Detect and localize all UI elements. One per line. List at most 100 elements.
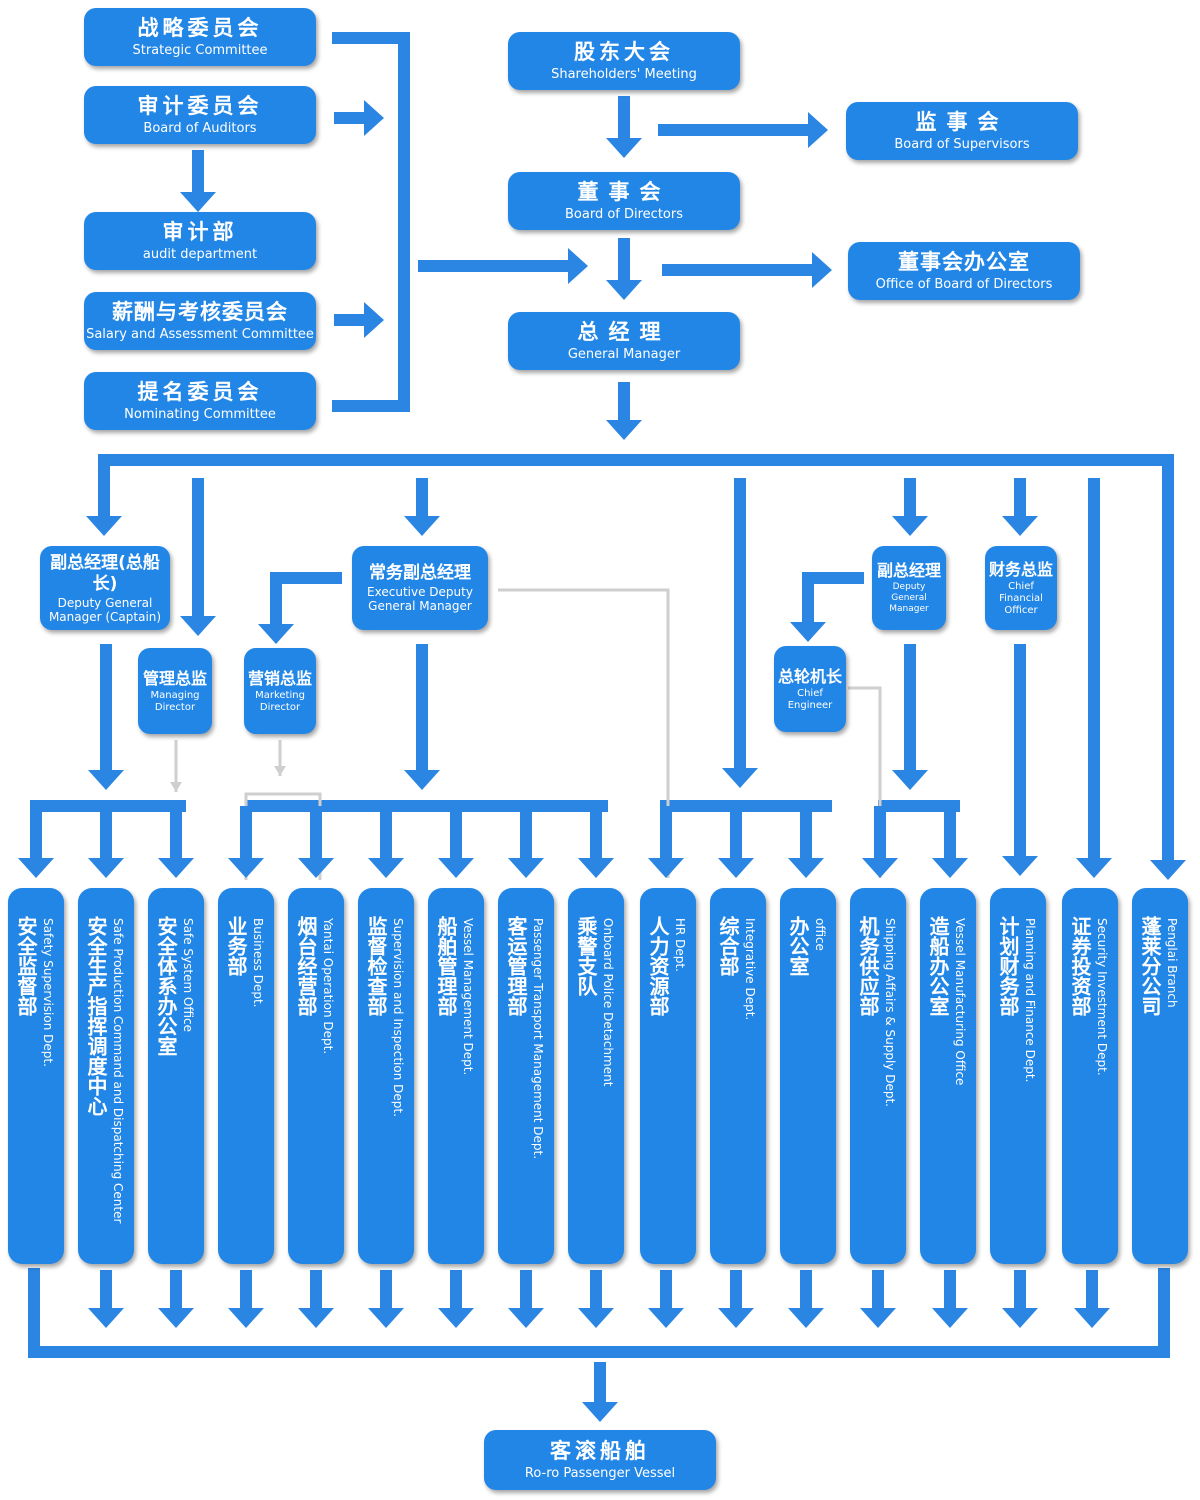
exec-to-marketing-h [270,572,342,584]
bottom-left-drop [28,1268,40,1358]
dept-safe-system-office: 安全体系办公室 Safe System Office [148,888,204,1264]
arrow-to-admin-group [722,478,758,788]
arrow-dept-bottom-10 [788,1270,824,1328]
managing-director: 管理总监 Managing Director [138,648,212,734]
office-board-of-directors: 董事会办公室 Office of Board of Directors [848,242,1080,300]
management-distribution-bar [98,454,1174,466]
board-of-directors: 董事会 Board of Directors [508,172,740,230]
committee-salary-assessment: 薪酬与考核委员会 Salary and Assessment Committee [84,292,316,350]
dept-penglai-branch: 蓬莱分公司 Penglai Branch [1132,888,1188,1264]
arrow-to-cfo [1002,478,1038,536]
thin-arrow-head [274,766,286,776]
arrow-dept-admin-0 [648,806,684,878]
dept-shipping-affairs-supply: 机务供应部 Shipping Affairs & Supply Dept. [850,888,906,1264]
dept-vessel-manufacturing: 造船办公室 Vessel Manufacturing Office [920,888,976,1264]
dept-office: 办公室 office [780,888,836,1264]
arrow-dept-safety-1 [88,806,124,878]
arrow-dept-bottom-12 [932,1270,968,1328]
audit-department: 审计部 audit department [84,212,316,270]
committee-strategic: 战略委员会 Strategic Committee [84,8,316,66]
arrow-dept-bottom-1 [158,1270,194,1328]
arrow-dept-bottom-4 [368,1270,404,1328]
arrow-to-deputy-captain [86,478,122,536]
deputy-general-manager-captain: 副总经理(总船长) Deputy General Manager (Captai… [40,546,170,630]
marketing-director: 营销总监 Marketing Director [244,648,316,734]
group-bar-admin [660,800,832,812]
board-of-supervisors: 监事会 Board of Supervisors [846,102,1078,160]
ro-ro-passenger-vessel: 客滚船舶 Ro-ro Passenger Vessel [484,1430,716,1490]
deputy-to-engineer-h [802,572,864,584]
arrow-dept-ops-3 [438,806,474,878]
arrow-to-exec-deputy [404,478,440,536]
dept-planning-finance: 计划财务部 Planning and Finance Dept. [990,888,1046,1264]
arrow-dept-bottom-3 [298,1270,334,1328]
committee-bracket-top [332,32,410,44]
arrow-auditors [334,100,384,136]
arrow-board-to-gm [606,238,642,300]
arrow-dept-ops-5 [578,806,614,878]
shareholders-meeting: 股东大会 Shareholders' Meeting [508,32,740,90]
deputy-general-manager: 副总经理 Deputy General Manager [872,546,946,630]
arrow-to-penglai [1150,840,1186,880]
dept-integrative: 综合部 Integrative Dept. [710,888,766,1264]
arrow-dept-bottom-0 [88,1270,124,1328]
arrow-dept-ops-4 [508,806,544,878]
bar-right-drop [1162,454,1174,864]
arrow-dept-admin-1 [718,806,754,878]
arrow-to-gm-line [418,248,588,284]
chief-financial-officer: 财务总监 Chief Financial Officer [985,546,1057,630]
dept-safety-supervision: 安全监督部 Safety Supervision Dept. [8,888,64,1264]
dept-security-investment: 证券投资部 Security Investment Dept. [1062,888,1118,1264]
dept-supervision-inspection: 监督检查部 Supervision and Inspection Dept. [358,888,414,1264]
arrow-dept-safety-0 [18,806,54,878]
exec-deputy-to-hr [498,588,670,878]
arrow-salary [334,302,384,338]
executive-deputy-general-manager: 常务副总经理 Executive Deputy General Manager [352,546,488,630]
thin-arrow-head [170,782,182,792]
arrow-dept-bottom-7 [578,1270,614,1328]
arrow-dept-eng-1 [932,806,968,878]
group-bar-engineering [878,800,960,812]
committee-bracket-bottom [332,400,410,412]
arrow-dept-ops-0 [228,806,264,878]
general-manager: 总经理 General Manager [508,312,740,370]
arrow-dept-admin-2 [788,806,824,878]
arrow-dept-safety-2 [158,806,194,878]
arrow-gm-to-management [606,382,642,440]
arrow-deputy-group [892,644,928,790]
arrow-to-board-office [662,252,832,288]
dept-business: 业务部 Business Dept. [218,888,274,1264]
arrow-dept-eng-0 [862,806,898,878]
arrow-dept-bottom-5 [438,1270,474,1328]
arrow-dept-bottom-11 [860,1270,896,1328]
arrow-to-managing-director [180,478,216,636]
dept-passenger-transport: 客运管理部 Passenger Transport Management Dep… [498,888,554,1264]
arrow-to-deputy-gm [892,478,928,536]
arrow-dept-ops-1 [298,806,334,878]
arrow-to-security-investment [1076,478,1112,878]
arrow-dept-bottom-13 [1002,1270,1038,1328]
committee-auditors: 审计委员会 Board of Auditors [84,86,316,144]
dept-onboard-police: 乘警支队 Onboard Police Detachment [568,888,624,1264]
arrow-dept-bottom-9 [718,1270,754,1328]
committee-nominating: 提名委员会 Nominating Committee [84,372,316,430]
arrow-dept-bottom-2 [228,1270,264,1328]
committee-bracket-vertical [398,32,410,412]
group-bar-operations [246,800,608,812]
dept-hr: 人力资源部 HR Dept. [640,888,696,1264]
arrow-to-vessel [582,1362,618,1422]
arrow-to-audit-dept [180,150,216,212]
arrow-exec-group [404,644,440,790]
dept-safe-production-command: 安全生产指挥调度中心 Safe Production Command and D… [78,888,134,1264]
dept-yantai-operation: 烟台经营部 Yantai Operation Dept. [288,888,344,1264]
arrow-dept-ops-2 [368,806,404,878]
chief-engineer: 总轮机长 Chief Engineer [774,646,846,732]
arrow-captain-group [88,644,124,790]
connector-arrows [18,96,1186,1422]
arrow-shareholders-to-board [606,96,642,158]
arrow-dept-bottom-8 [648,1270,684,1328]
bottom-right-drop [1158,1268,1170,1358]
arrow-to-supervisors [658,112,828,148]
bottom-collection-bar [28,1346,1170,1358]
